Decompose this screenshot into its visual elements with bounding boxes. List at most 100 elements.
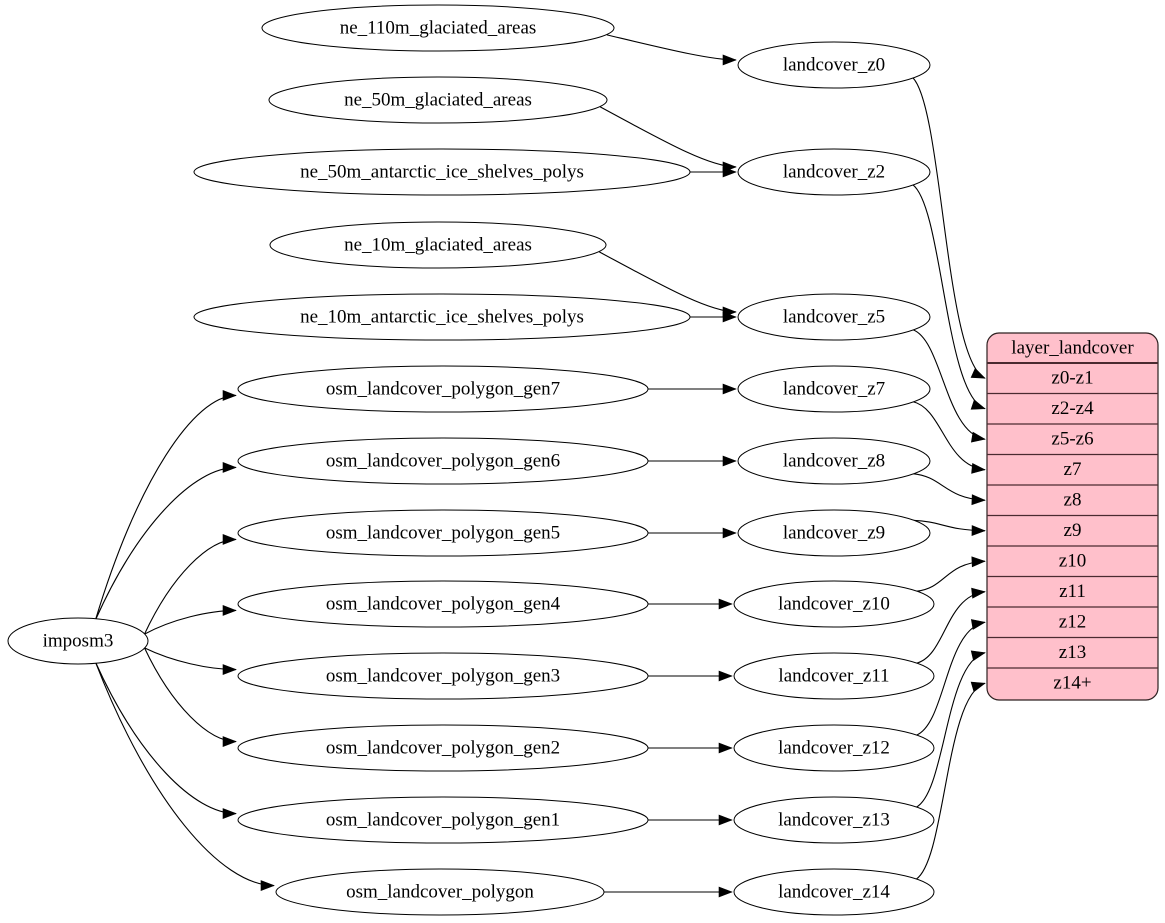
table-row-z7[interactable]: z7 — [1064, 459, 1082, 480]
edge-imposm3-to-osm-landcover-polygon-gen7-path — [94, 394, 237, 620]
arrow-head-icon — [222, 534, 237, 545]
node-ne_10m_antarctic_ice_shelves_polys[interactable]: ne_10m_antarctic_ice_shelves_polys — [193, 293, 691, 341]
table-row-z5-z6[interactable]: z5-z6 — [1051, 429, 1093, 450]
arrow-head-icon — [718, 670, 733, 682]
arrow-head-icon — [970, 431, 986, 443]
node-landcover_z12[interactable]: landcover_z12 — [733, 724, 935, 772]
edge-imposm3-to-osm-landcover-polygon-path — [94, 661, 275, 887]
edge-imposm3-to-osm-landcover-polygon-gen5-path — [144, 538, 237, 635]
nodes-group: imposm3 ne_110m_glaciated_areas ne_50m_gla… — [7, 4, 935, 916]
node-imposm3[interactable]: imposm3 — [7, 617, 149, 665]
arrow-head-icon — [722, 166, 737, 178]
edge-landcover_z9-to-layer-landcover-z9 — [912, 519, 986, 536]
node-osm_landcover_polygon[interactable]: osm_landcover_polygon — [275, 868, 605, 916]
table-row-z10[interactable]: z10 — [1059, 551, 1086, 572]
table-row-z13[interactable]: z13 — [1059, 642, 1086, 663]
table-row-z9[interactable]: z9 — [1064, 520, 1082, 541]
node-osm_landcover_polygon_gen3[interactable]: osm_landcover_polygon_gen3 — [237, 652, 649, 700]
node-label-osm_landcover_polygon_gen4: osm_landcover_polygon_gen4 — [326, 593, 561, 614]
arrow-head-icon — [222, 462, 237, 473]
edge-osm_landcover_polygon_gen3-to-landcover-z11 — [639, 670, 733, 682]
node-ne_10m_glaciated_areas[interactable]: ne_10m_glaciated_areas — [269, 221, 607, 269]
edge-landcover_z13-to-layer-landcover-z13 — [915, 650, 986, 808]
node-landcover_z11[interactable]: landcover_z11 — [733, 652, 935, 700]
arrow-head-icon — [970, 399, 986, 410]
table-row-z8[interactable]: z8 — [1064, 490, 1082, 511]
node-osm_landcover_polygon_gen6[interactable]: osm_landcover_polygon_gen6 — [237, 437, 649, 485]
edge-imposm3-to-osm-landcover-polygon-gen6 — [94, 462, 237, 621]
edge-imposm3-to-osm-landcover-polygon-gen1 — [94, 661, 237, 819]
edge-imposm3-to-osm-landcover-polygon-gen6-path — [94, 466, 237, 621]
edge-imposm3-to-osm-landcover-polygon-gen2-path — [144, 647, 237, 743]
edge-ne_110m_glaciated_areas-to-landcover-z0-path — [606, 34, 737, 61]
edge-imposm3-to-osm-landcover-polygon-gen4 — [144, 605, 237, 635]
arrow-head-icon — [718, 598, 733, 610]
table-row-z2-z4[interactable]: z2-z4 — [1051, 398, 1094, 419]
edge-landcover_z14-to-layer-landcover-z14- — [915, 681, 986, 880]
node-osm_landcover_polygon_gen5[interactable]: osm_landcover_polygon_gen5 — [237, 509, 649, 557]
node-landcover_z0[interactable]: landcover_z0 — [737, 41, 931, 89]
node-label-landcover_z7: landcover_z7 — [783, 378, 885, 399]
edge-imposm3-to-osm-landcover-polygon-gen3 — [144, 647, 237, 675]
edge-landcover_z5-to-layer-landcover-z5-z6 — [912, 329, 986, 443]
edge-landcover_z14-to-layer-landcover-z14--path — [915, 682, 986, 880]
arrow-head-icon — [260, 880, 275, 891]
arrow-head-icon — [970, 619, 986, 630]
node-label-ne_50m_glaciated_areas: ne_50m_glaciated_areas — [344, 89, 532, 110]
edge-osm_landcover_polygon-to-landcover-z14 — [597, 886, 733, 898]
edge-landcover_z2-to-layer-landcover-z2-z4-path — [912, 184, 986, 410]
arrow-head-icon — [722, 311, 737, 323]
node-label-osm_landcover_polygon_gen6: osm_landcover_polygon_gen6 — [326, 450, 560, 471]
arrow-head-icon — [222, 605, 237, 616]
arrow-head-icon — [971, 525, 986, 536]
node-label-osm_landcover_polygon_gen3: osm_landcover_polygon_gen3 — [326, 665, 560, 686]
node-label-landcover_z2: landcover_z2 — [783, 161, 885, 182]
edge-osm_landcover_polygon_gen1-to-landcover-z13 — [639, 814, 733, 826]
edge-landcover_z11-to-layer-landcover-z11 — [915, 587, 986, 664]
table-header-label: layer_landcover — [1011, 337, 1134, 358]
arrow-head-icon — [722, 383, 737, 395]
table-row-z11[interactable]: z11 — [1059, 581, 1086, 602]
edge-osm_landcover_polygon_gen6-to-landcover-z8 — [639, 455, 737, 467]
node-ne_110m_glaciated_areas[interactable]: ne_110m_glaciated_areas — [261, 4, 615, 52]
table-row-z12[interactable]: z12 — [1059, 612, 1086, 633]
edge-osm_landcover_polygon_gen4-to-landcover-z10 — [639, 598, 733, 610]
edge-imposm3-to-osm-landcover-polygon-gen2 — [144, 647, 237, 747]
node-landcover_z5[interactable]: landcover_z5 — [737, 293, 931, 341]
edge-imposm3-to-osm-landcover-polygon-gen1-path — [94, 661, 237, 815]
edge-landcover_z0-to-layer-landcover-z0-z1-path — [912, 77, 986, 379]
table-row-z0-z1[interactable]: z0-z1 — [1051, 368, 1093, 389]
edge-landcover_z2-to-layer-landcover-z2-z4 — [912, 184, 986, 410]
node-landcover_z2[interactable]: landcover_z2 — [737, 148, 931, 196]
node-osm_landcover_polygon_gen7[interactable]: osm_landcover_polygon_gen7 — [237, 365, 649, 413]
node-landcover_z8[interactable]: landcover_z8 — [737, 437, 931, 485]
node-label-osm_landcover_polygon_gen1: osm_landcover_polygon_gen1 — [326, 809, 560, 830]
node-landcover_z13[interactable]: landcover_z13 — [733, 796, 935, 844]
node-osm_landcover_polygon_gen4[interactable]: osm_landcover_polygon_gen4 — [237, 580, 649, 628]
arrow-head-icon — [222, 664, 237, 675]
node-osm_landcover_polygon_gen1[interactable]: osm_landcover_polygon_gen1 — [237, 796, 649, 844]
table-row-z14-[interactable]: z14+ — [1053, 673, 1091, 694]
node-label-landcover_z13: landcover_z13 — [778, 809, 890, 830]
node-ne_50m_antarctic_ice_shelves_polys[interactable]: ne_50m_antarctic_ice_shelves_polys — [193, 148, 691, 196]
node-landcover_z7[interactable]: landcover_z7 — [737, 365, 931, 413]
node-label-landcover_z8: landcover_z8 — [783, 450, 885, 471]
edge-landcover_z8-to-layer-landcover-z8 — [912, 473, 986, 506]
edge-osm_landcover_polygon_gen5-to-landcover-z9 — [639, 527, 737, 539]
node-landcover_z10[interactable]: landcover_z10 — [733, 580, 935, 628]
arrow-head-icon — [971, 587, 986, 599]
edge-imposm3-to-osm-landcover-polygon-gen7 — [94, 390, 237, 620]
arrow-head-icon — [722, 455, 737, 467]
node-label-ne_50m_antarctic_ice_shelves_polys: ne_50m_antarctic_ice_shelves_polys — [300, 161, 584, 182]
arrow-head-icon — [718, 886, 733, 898]
edge-imposm3-to-osm-landcover-polygon-gen5 — [144, 534, 237, 635]
node-osm_landcover_polygon_gen2[interactable]: osm_landcover_polygon_gen2 — [237, 724, 649, 772]
node-label-ne_10m_glaciated_areas: ne_10m_glaciated_areas — [344, 234, 532, 255]
edge-landcover_z12-to-layer-landcover-z12 — [915, 619, 986, 736]
node-landcover_z14[interactable]: landcover_z14 — [733, 868, 935, 916]
node-ne_50m_glaciated_areas[interactable]: ne_50m_glaciated_areas — [268, 76, 608, 124]
node-landcover_z9[interactable]: landcover_z9 — [737, 509, 931, 557]
edge-imposm3-to-osm-landcover-polygon — [94, 661, 275, 891]
arrow-head-icon — [970, 681, 986, 693]
